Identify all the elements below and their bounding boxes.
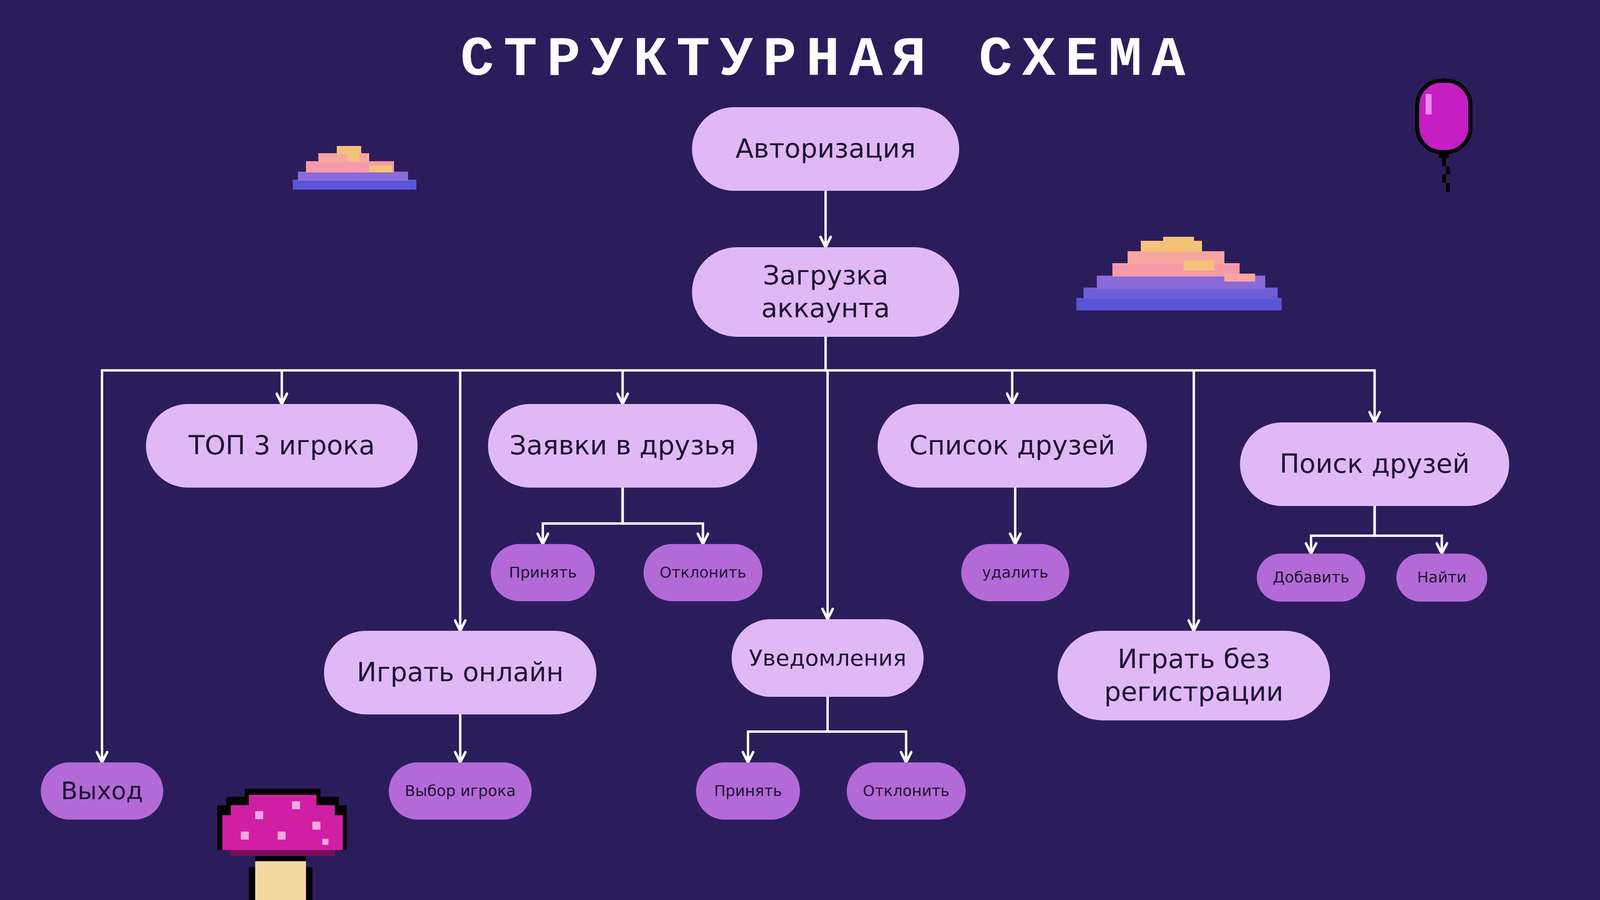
arrow-connector bbox=[1374, 506, 1442, 554]
node-label: Играть без регистрации bbox=[1084, 642, 1304, 709]
arrow-connector bbox=[748, 696, 828, 763]
diagram-title: СТРУКТУРНАЯ СХЕМА bbox=[460, 28, 1195, 92]
balloon bbox=[1417, 80, 1471, 192]
action-box: Принять bbox=[490, 544, 595, 602]
process-box: Уведомления bbox=[731, 619, 924, 697]
arrow-connector bbox=[825, 336, 1194, 631]
node-label: удалить bbox=[982, 563, 1049, 583]
arrow-connector bbox=[827, 696, 906, 763]
arrow-connector bbox=[1311, 506, 1375, 554]
process-box: Авторизация bbox=[692, 107, 960, 191]
action-box: Добавить bbox=[1256, 553, 1366, 602]
small-cloud bbox=[292, 146, 417, 190]
process-box: Играть онлайн bbox=[324, 630, 597, 715]
node-label: Отклонить bbox=[862, 781, 950, 801]
node-label: Выход bbox=[60, 775, 144, 806]
action-box: Выбор игрока bbox=[388, 762, 532, 820]
process-box: ТОП 3 игрока bbox=[146, 404, 418, 488]
large-cloud bbox=[1076, 236, 1282, 311]
node-label: ТОП 3 игрока bbox=[188, 429, 376, 463]
node-label: Загрузка аккаунта bbox=[718, 259, 933, 326]
node-label: Принять bbox=[508, 563, 577, 583]
arrow-connector bbox=[824, 190, 827, 248]
process-box: Список друзей bbox=[877, 404, 1147, 488]
arrow-connector bbox=[460, 336, 826, 631]
arrow-connector bbox=[542, 487, 623, 544]
node-label: Принять bbox=[714, 781, 782, 801]
arrow-connector bbox=[459, 714, 462, 763]
node-label: Выбор игрока bbox=[404, 781, 516, 801]
node-label: Авторизация bbox=[735, 132, 916, 166]
arrow-connector bbox=[622, 487, 704, 544]
arrow-connector bbox=[1014, 487, 1017, 544]
process-box: Поиск друзей bbox=[1240, 422, 1510, 506]
process-box: Заявки в друзья bbox=[488, 404, 758, 488]
node-label: Список друзей bbox=[909, 429, 1116, 463]
arrow-connector bbox=[102, 336, 826, 763]
action-box: удалить bbox=[961, 544, 1070, 602]
action-box: Найти bbox=[1396, 553, 1488, 602]
process-box: Играть без регистрации bbox=[1057, 630, 1330, 721]
node-label: Найти bbox=[1417, 568, 1467, 588]
node-label: Играть онлайн bbox=[356, 656, 564, 690]
mushroom bbox=[217, 788, 347, 900]
action-box: Принять bbox=[696, 762, 800, 820]
arrow-connector bbox=[825, 336, 828, 620]
process-box: Загрузка аккаунта bbox=[692, 247, 960, 337]
action-box: Отклонить bbox=[643, 544, 763, 602]
node-label: Отклонить bbox=[659, 563, 747, 583]
node-label: Добавить bbox=[1272, 568, 1350, 588]
node-label: Поиск друзей bbox=[1279, 447, 1470, 481]
action-box: Выход bbox=[40, 762, 164, 820]
action-box: Отклонить bbox=[846, 762, 966, 820]
node-label: Заявки в друзья bbox=[509, 429, 736, 463]
node-label: Уведомления bbox=[748, 644, 907, 672]
